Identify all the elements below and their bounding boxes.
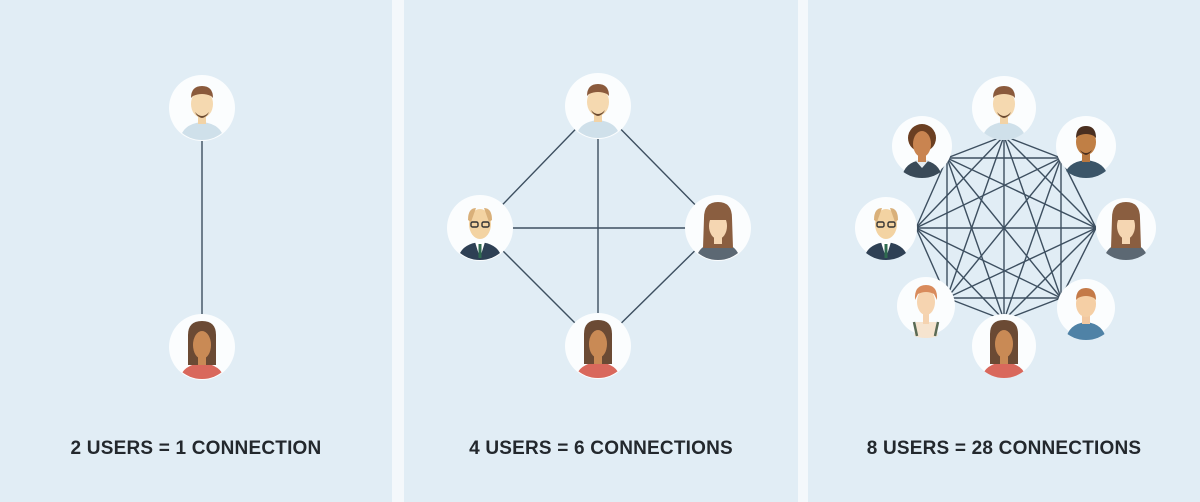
network-diagram-2-users — [169, 75, 235, 380]
panel-2-users: 2 USERS = 1 CONNECTION — [0, 0, 392, 502]
network-diagram-8-users — [855, 76, 1156, 378]
caption: 4 USERS = 6 CONNECTIONS — [469, 438, 733, 459]
caption: 8 USERS = 28 CONNECTIONS — [866, 438, 1142, 459]
woman-red-top-icon — [169, 314, 235, 380]
woman-red-top-icon — [972, 314, 1036, 378]
woman-curly-hair-icon — [892, 116, 952, 178]
woman-red-top-icon — [565, 313, 631, 379]
woman-long-hair-icon — [685, 195, 751, 261]
young-man-blue-shirt-icon — [1057, 279, 1115, 340]
woman-long-hair-icon — [1096, 198, 1156, 260]
man-beard-icon — [169, 75, 235, 141]
panel-4-users: 4 USERS = 6 CONNECTIONS — [404, 0, 798, 502]
caption: 2 USERS = 1 CONNECTION — [70, 438, 322, 459]
network-diagram-4-users — [447, 73, 751, 379]
connection-lines — [479, 105, 719, 347]
old-man-glasses-icon — [855, 197, 917, 260]
man-beard-icon — [565, 73, 631, 139]
man-beard-icon — [972, 76, 1036, 140]
woman-short-hair-icon — [897, 277, 955, 338]
man-dark-skin-icon — [1056, 116, 1116, 178]
panel-8-users: 8 USERS = 28 CONNECTIONS — [808, 0, 1200, 502]
old-man-glasses-icon — [447, 195, 513, 261]
